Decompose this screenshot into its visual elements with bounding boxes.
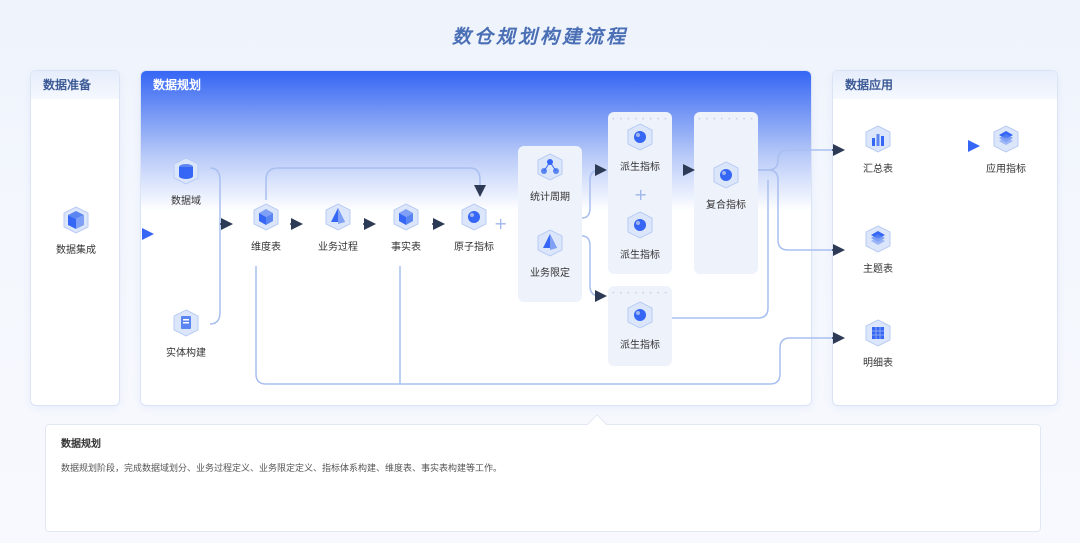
sphere-cube-icon	[461, 203, 487, 231]
stacked-layers-icon	[993, 125, 1019, 153]
data-application-header: 数据应用	[833, 71, 1057, 99]
node-derived-metric-3[interactable]: 派生指标	[605, 300, 675, 351]
isometric-cube-icon	[63, 206, 89, 234]
node-label: 派生指标	[620, 162, 660, 173]
node-label: 原子指标	[454, 242, 494, 253]
data-planning-header: 数据规划	[153, 78, 202, 92]
description-title: 数据规划	[61, 439, 101, 450]
node-business-limit[interactable]: 业务限定	[515, 228, 585, 279]
isometric-cube-icon	[253, 203, 279, 231]
node-fact-table[interactable]: 事实表	[371, 202, 441, 253]
network-icon	[537, 153, 563, 181]
node-summary-table[interactable]: 汇总表	[843, 124, 913, 175]
node-label: 数据域	[171, 196, 201, 207]
node-label: 汇总表	[863, 164, 893, 175]
description-panel: 数据规划 数据规划阶段，完成数据域划分、业务过程定义、业务限定定义、指标体系构建…	[45, 424, 1041, 532]
node-detail-table[interactable]: 明细表	[843, 318, 913, 369]
node-label: 事实表	[391, 242, 421, 253]
node-stat-period[interactable]: 统计周期	[515, 152, 585, 203]
node-data-integration[interactable]: 数据集成	[41, 205, 111, 256]
bar-chart-cube-icon	[865, 125, 891, 153]
plus-sign-1: +	[494, 214, 508, 233]
node-label: 实体构建	[166, 348, 206, 359]
grid-cube-icon	[865, 319, 891, 347]
sphere-cube-icon	[627, 211, 653, 239]
node-label: 复合指标	[706, 200, 746, 211]
sphere-cube-icon	[713, 161, 739, 189]
node-dimension-table[interactable]: 维度表	[231, 202, 301, 253]
node-label: 主题表	[863, 264, 893, 275]
node-label: 派生指标	[620, 340, 660, 351]
node-data-domain[interactable]: 数据域	[151, 156, 221, 207]
database-icon	[173, 157, 199, 185]
node-derived-metric-1[interactable]: 派生指标	[605, 122, 675, 173]
node-label: 明细表	[863, 358, 893, 369]
node-app-metric[interactable]: 应用指标	[971, 124, 1041, 175]
node-composite-metric[interactable]: 复合指标	[691, 160, 761, 211]
node-label: 数据集成	[56, 245, 96, 256]
page-title: 数仓规划构建流程	[451, 26, 628, 48]
data-application-panel: 数据应用	[832, 70, 1058, 406]
data-preparation-panel: 数据准备	[30, 70, 120, 406]
node-label: 统计周期	[530, 192, 570, 203]
pyramid-icon	[537, 229, 563, 257]
sphere-cube-icon	[627, 301, 653, 329]
document-cube-icon	[173, 309, 199, 337]
pyramid-icon	[325, 203, 351, 231]
plus-sign-2: +	[634, 185, 648, 204]
node-entity-build[interactable]: 实体构建	[151, 308, 221, 359]
node-label: 业务过程	[318, 242, 358, 253]
node-label: 派生指标	[620, 250, 660, 261]
node-label: 应用指标	[986, 164, 1026, 175]
node-atomic-metric[interactable]: 原子指标	[439, 202, 509, 253]
data-preparation-header: 数据准备	[31, 71, 119, 99]
node-business-process[interactable]: 业务过程	[303, 202, 373, 253]
isometric-cube-icon	[393, 203, 419, 231]
node-derived-metric-2[interactable]: 派生指标	[605, 210, 675, 261]
node-topic-table[interactable]: 主题表	[843, 224, 913, 275]
node-label: 维度表	[251, 242, 281, 253]
sphere-cube-icon	[627, 123, 653, 151]
node-label: 业务限定	[530, 268, 570, 279]
stacked-layers-icon	[865, 225, 891, 253]
description-text: 数据规划阶段，完成数据域划分、业务过程定义、业务限定定义、指标体系构建、维度表、…	[61, 464, 503, 474]
